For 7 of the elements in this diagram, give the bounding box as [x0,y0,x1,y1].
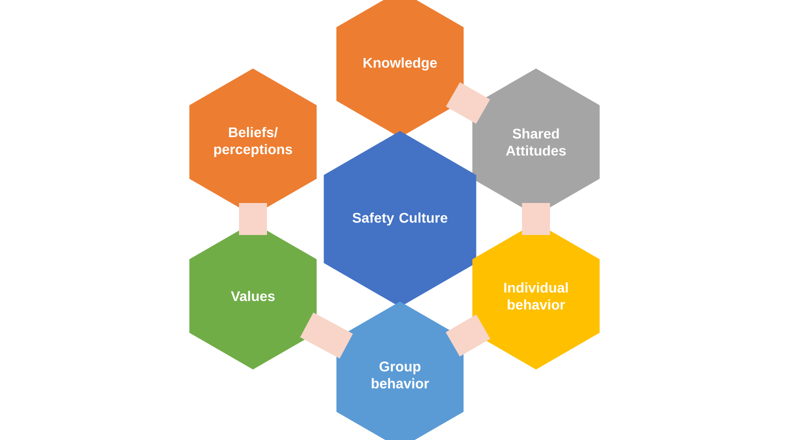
hexagon: Beliefs/ perceptions [189,68,317,216]
hexagon: Individual behavior [472,222,600,370]
hexagon: Values [189,222,317,370]
hexagon: Knowledge [336,0,464,138]
center-hexagon: Safety Culture [324,131,476,307]
hexagon: Group behavior [336,302,464,440]
hexagon: Shared Attitudes [472,68,600,216]
